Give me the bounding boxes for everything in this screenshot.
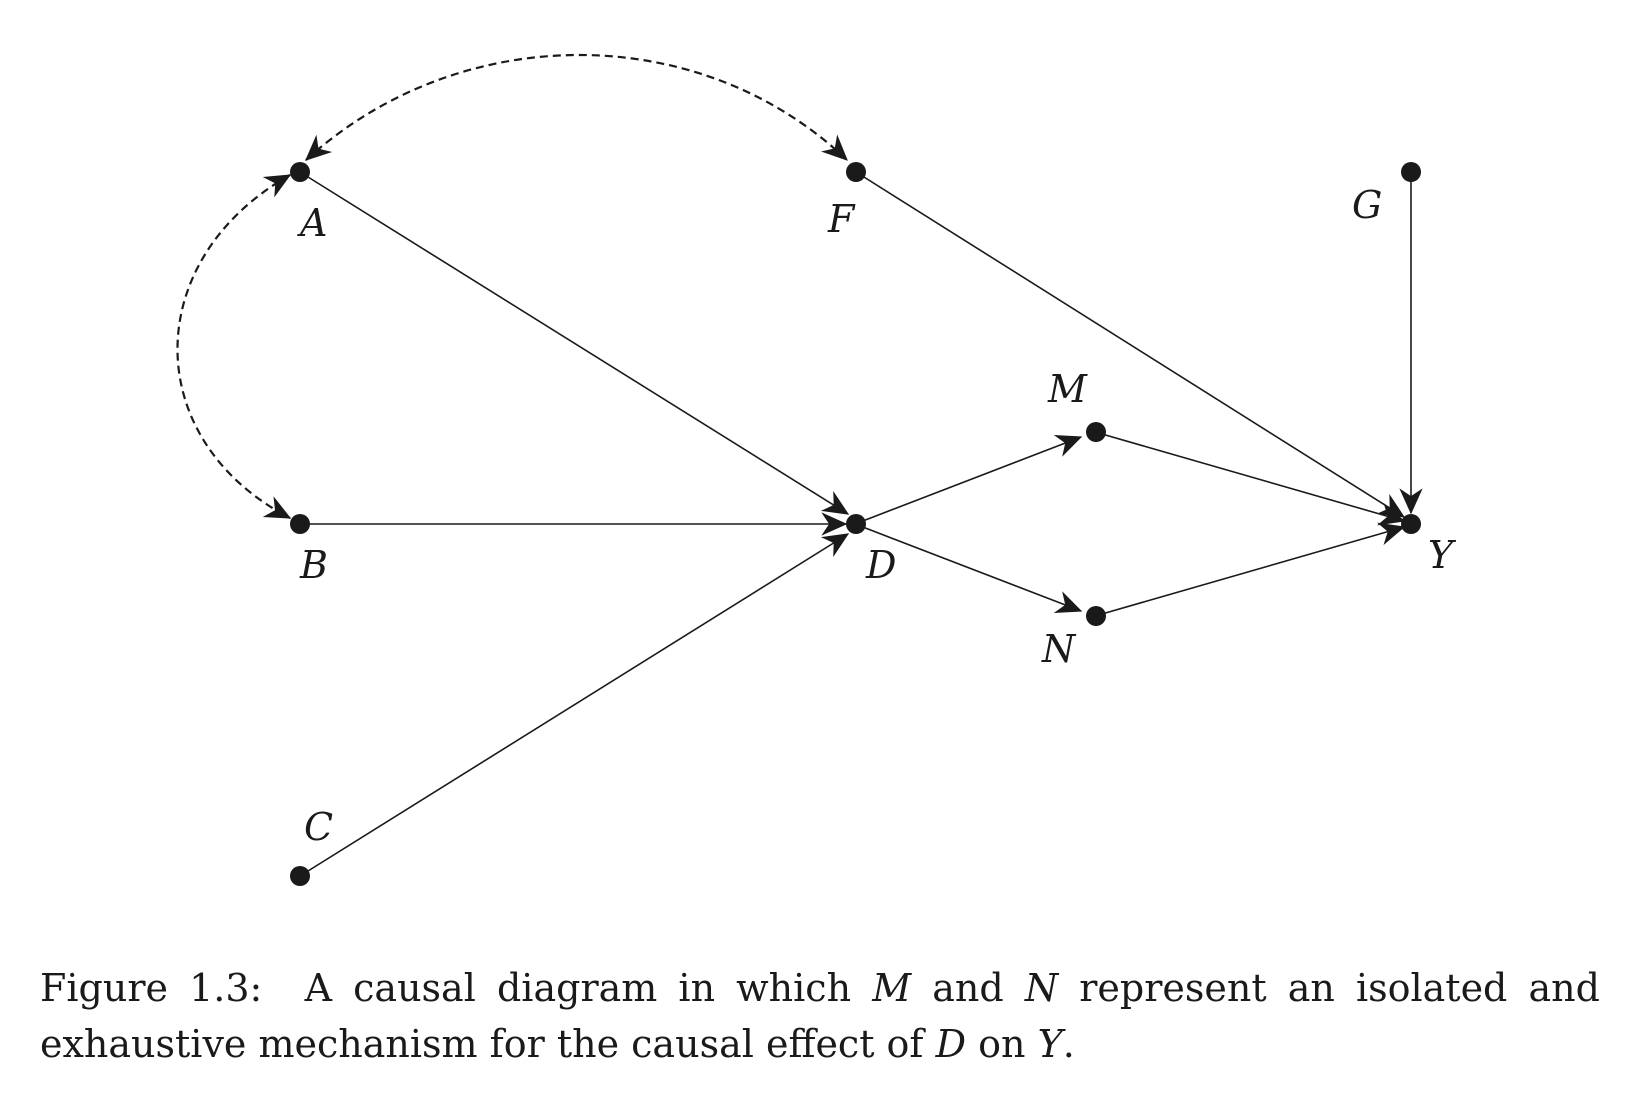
node-g (1401, 162, 1421, 182)
caption-text-1: A causal diagram in which (304, 966, 852, 1010)
edge-d-to-m (854, 434, 1083, 525)
label-a: A (297, 201, 327, 245)
edge-f-to-y (855, 171, 1406, 518)
causal-diagram: A B C D F G M N Y (176, 53, 1457, 886)
edge-d-to-n (854, 523, 1083, 614)
label-g: G (1352, 183, 1382, 227)
node-n (1086, 606, 1106, 626)
node-b (290, 514, 310, 534)
node-d (846, 514, 866, 534)
label-y: Y (1428, 533, 1457, 577)
label-c: C (304, 805, 333, 849)
node-m (1086, 422, 1106, 442)
label-m: M (1047, 367, 1088, 411)
caption-var-n: N (1024, 966, 1059, 1010)
node-a (290, 162, 310, 182)
edge-n-to-y (1094, 522, 1406, 617)
caption-var-d: D (935, 1022, 967, 1066)
edge-a-to-d (299, 171, 850, 515)
caption-text-2: and (932, 966, 1004, 1010)
label-n: N (1041, 627, 1077, 671)
edge-c-to-d (299, 533, 850, 877)
label-f: F (827, 197, 856, 241)
label-b: B (299, 543, 328, 587)
caption-prefix: Figure 1.3: (40, 966, 263, 1010)
caption-var-m: M (872, 966, 912, 1010)
node-c (290, 866, 310, 886)
edge-a-f-confounding (305, 53, 848, 161)
caption-text-4: on (978, 1022, 1026, 1066)
caption-var-y: Y (1037, 1022, 1063, 1066)
caption-period: . (1062, 1022, 1075, 1066)
label-d: D (865, 543, 896, 587)
caption-text-3: represent an isolated and exhaustive mec… (40, 966, 1600, 1066)
node-f (846, 162, 866, 182)
node-y (1401, 514, 1421, 534)
edge-a-b-confounding (176, 174, 292, 519)
figure-caption: Figure 1.3: A causal diagram in which M … (40, 960, 1600, 1072)
edge-m-to-y (1094, 431, 1406, 526)
